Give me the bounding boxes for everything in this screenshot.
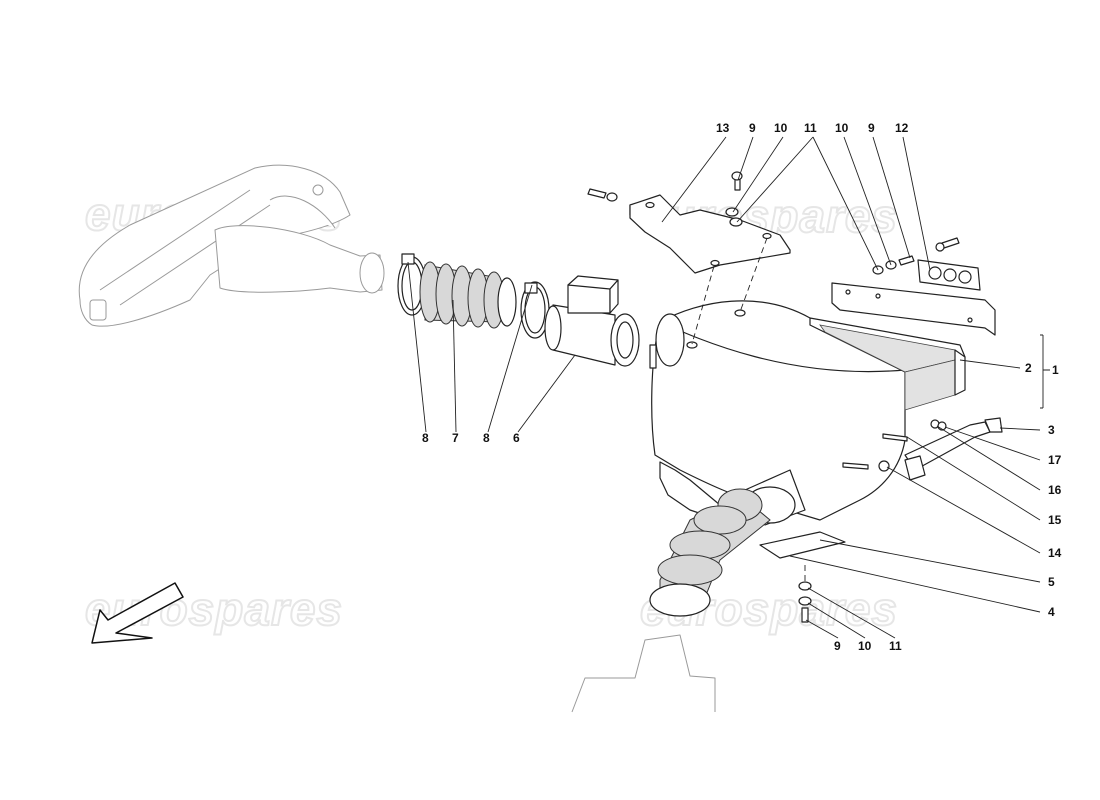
- callout-7: 7: [452, 431, 459, 445]
- callout-10-bottom: 10: [858, 639, 872, 653]
- callout-1: 1: [1052, 363, 1059, 377]
- callout-8-right: 8: [483, 431, 490, 445]
- corrugated-hose: [419, 261, 517, 329]
- callout-6: 6: [513, 431, 520, 445]
- top-bracket: [629, 194, 791, 274]
- ring-clamp-left: [397, 253, 427, 316]
- callout-15: 15: [1048, 513, 1062, 527]
- callout-10-top: 10: [774, 121, 788, 135]
- callout-16: 16: [1048, 483, 1062, 497]
- air-flow-meter: [544, 275, 640, 367]
- callout-11-top: 11: [804, 121, 817, 135]
- callout-14: 14: [1048, 546, 1062, 560]
- callout-10-right: 10: [835, 121, 849, 135]
- callout-2: 2: [1025, 361, 1032, 375]
- callout-11-bottom: 11: [889, 639, 902, 653]
- air-filter-box: [649, 300, 906, 521]
- callout-9-top: 9: [749, 121, 756, 135]
- callout-12: 12: [895, 121, 909, 135]
- callout-leaders: [407, 136, 1050, 639]
- assembly-lines: [691, 237, 806, 583]
- callout-3: 3: [1048, 423, 1055, 437]
- callout-9-right: 9: [868, 121, 875, 135]
- callout-8-left: 8: [422, 431, 429, 445]
- callout-4: 4: [1048, 605, 1055, 619]
- filter-element: [809, 317, 966, 411]
- callout-17: 17: [1048, 453, 1062, 467]
- bracket-plate: [831, 259, 996, 336]
- direction-arrow-icon: [91, 582, 184, 644]
- outlet-hose: [571, 469, 806, 713]
- callout-5: 5: [1048, 575, 1055, 589]
- callout-13: 13: [716, 121, 730, 135]
- side-brackets: [759, 417, 1003, 559]
- callout-9-bottom: 9: [834, 639, 841, 653]
- callout-labels: 13 9 10 11 10 9 12 1 2 3 17 16 15 14 5 4…: [422, 121, 1062, 653]
- intake-manifold-ghost: [78, 164, 385, 327]
